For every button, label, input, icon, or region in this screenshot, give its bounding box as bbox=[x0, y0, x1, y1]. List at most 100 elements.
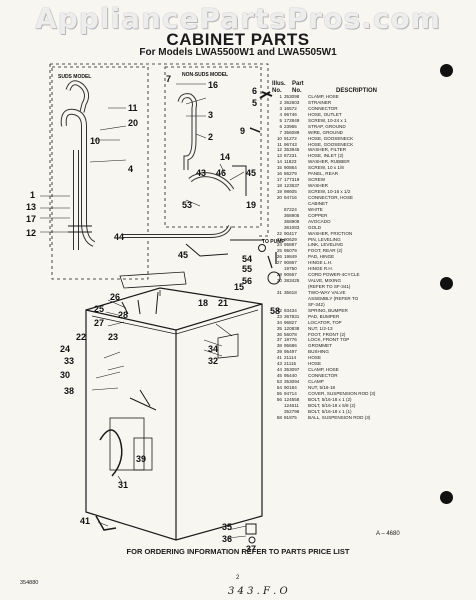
callout-group: 11 20 10 4 1 13 17 12 7 16 6 5 9 3 2 14 … bbox=[26, 74, 280, 554]
description: STRAINER bbox=[308, 99, 332, 105]
col-part-no: No. bbox=[292, 87, 302, 94]
description: CLAMP bbox=[308, 379, 324, 384]
handwritten-note: 3 4 3 . F . O bbox=[228, 586, 288, 597]
description: PAD, BUMPER bbox=[308, 313, 340, 319]
description: SCREW bbox=[308, 177, 326, 183]
callout: 39 bbox=[136, 454, 146, 464]
description: HOSE bbox=[308, 361, 322, 367]
part-no: 90667 bbox=[284, 272, 297, 278]
illus-no: 17 bbox=[276, 177, 282, 183]
callout: 3 bbox=[208, 110, 213, 120]
callout: 27 bbox=[94, 318, 104, 328]
part-no: 96746 bbox=[284, 111, 297, 117]
callout: 37 bbox=[246, 544, 256, 554]
illus-no: 34 bbox=[276, 319, 282, 325]
description: LINK, LEVELING bbox=[308, 242, 344, 248]
callout: 12 bbox=[26, 228, 36, 238]
part-no: 86279 bbox=[284, 171, 297, 177]
illus-no: 18 bbox=[276, 183, 282, 189]
part-no: 35618 bbox=[284, 289, 297, 295]
description: STRAP, GROUND bbox=[308, 123, 346, 129]
part-no: 96743 bbox=[284, 141, 297, 147]
figure-code: A – 4680 bbox=[376, 531, 400, 537]
part-no: 353945 bbox=[284, 147, 300, 153]
part-no: 95686 bbox=[284, 343, 297, 349]
part-no: 21115 bbox=[284, 361, 297, 367]
part-no: 95497 bbox=[284, 349, 297, 355]
callout: 54 bbox=[242, 254, 252, 264]
description: SCREW, 10 x 1/8 bbox=[308, 165, 344, 171]
part-no: 98605 bbox=[284, 189, 297, 194]
callout: 55 bbox=[242, 264, 252, 274]
illus-no: 31 bbox=[276, 289, 282, 295]
page-number: 2 bbox=[236, 575, 240, 581]
ordering-note: FOR ORDERING INFORMATION REFER TO PARTS … bbox=[126, 547, 350, 556]
illus-no: 53 bbox=[276, 379, 282, 384]
col-description: DESCRIPTION bbox=[336, 87, 378, 94]
table-header: Illus. No. Part No. DESCRIPTION bbox=[270, 80, 446, 94]
description: COPPER bbox=[308, 212, 328, 218]
part-no: 120838 bbox=[284, 325, 300, 331]
part-no: 362603 bbox=[284, 99, 300, 105]
illus-no: 39 bbox=[276, 349, 282, 355]
part-no: 353098 bbox=[284, 94, 300, 99]
description: SPRING, BUMPER bbox=[308, 307, 348, 313]
illus-no: 32 bbox=[276, 307, 282, 313]
callout: 45 bbox=[178, 250, 188, 260]
description: TWO-WAY VALVE bbox=[308, 289, 346, 295]
table-row: (REFER TO SF-341) bbox=[270, 284, 446, 290]
callout: 19 bbox=[246, 200, 256, 210]
table-row: ASSEMBLY (REFER TO bbox=[270, 296, 446, 302]
part-no: 353094 bbox=[284, 379, 300, 384]
part-no: 123637 bbox=[284, 183, 300, 189]
callout: 23 bbox=[108, 332, 118, 342]
part-no: 356089 bbox=[284, 129, 300, 135]
illus-no: 15 bbox=[276, 165, 282, 171]
illus-no: 22 bbox=[276, 230, 282, 236]
description: HINGE L.H. bbox=[308, 260, 333, 266]
callout: 9 bbox=[240, 126, 245, 136]
callout: 31 bbox=[118, 480, 128, 490]
description: HINGE R.H. bbox=[308, 266, 334, 272]
callout: 36 bbox=[222, 534, 232, 544]
illus-no: 37 bbox=[276, 337, 282, 343]
callout: 34 bbox=[208, 344, 218, 354]
callout: 28 bbox=[118, 310, 128, 320]
callout: 10 bbox=[90, 136, 100, 146]
part-no: 56078 bbox=[284, 331, 297, 337]
description: CLAMP, HOSE bbox=[308, 94, 339, 99]
part-no: 87224 bbox=[284, 206, 297, 212]
illus-no: 54 bbox=[276, 384, 282, 390]
description: BUSHING bbox=[308, 349, 329, 355]
illus-no: 36 bbox=[276, 331, 282, 337]
illus-no: 4 bbox=[279, 111, 282, 117]
callout: 20 bbox=[128, 118, 138, 128]
callout: 11 bbox=[128, 103, 138, 113]
description: LOCATOR, TOP bbox=[308, 319, 342, 325]
part-no: 90184 bbox=[284, 384, 297, 390]
illus-no: 6 bbox=[279, 123, 282, 129]
callout: 2 bbox=[208, 132, 213, 142]
callout: 35 bbox=[222, 522, 232, 532]
description: SCREW, 10-24 x 1 bbox=[308, 117, 347, 123]
description: HOSE, GOOSENECK bbox=[308, 141, 354, 147]
callout: 25 bbox=[94, 304, 104, 314]
description: VALVE, MIXING bbox=[308, 278, 342, 284]
callout: 46 bbox=[216, 168, 226, 178]
part-no: 23965 bbox=[284, 123, 297, 129]
page-title: CABINET PARTS bbox=[166, 30, 310, 49]
description: HOSE, GOOSENECK bbox=[308, 135, 354, 141]
part-no: 87231 bbox=[284, 153, 297, 159]
